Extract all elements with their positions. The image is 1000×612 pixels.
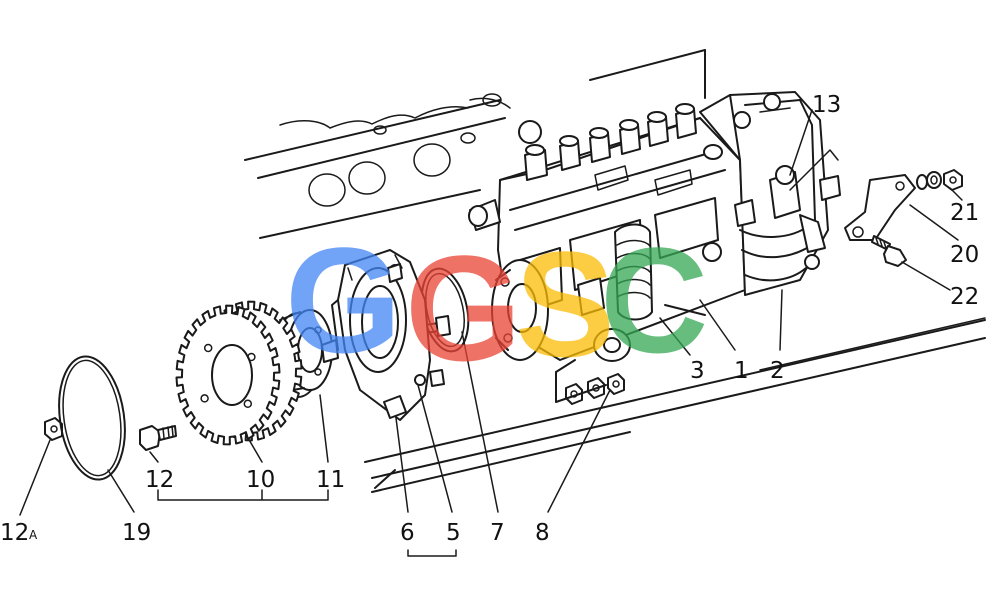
bracket	[844, 174, 916, 241]
callout-1: 1	[734, 358, 749, 384]
callout-12a: 12	[0, 520, 29, 546]
nuts-8	[555, 359, 625, 405]
gear-hub	[211, 344, 253, 406]
watermark-letter-4: C	[600, 216, 708, 384]
callout-3: 3	[690, 358, 705, 384]
gear-bolt-hole	[200, 394, 209, 403]
block-bore-2	[348, 161, 386, 195]
callout-12a-suffix: A	[29, 528, 38, 542]
drive-gear	[175, 300, 303, 446]
callout-22: 22	[950, 284, 979, 310]
ring-19	[58, 355, 126, 481]
callout-6: 6	[400, 520, 415, 546]
callout-7: 7	[490, 520, 505, 546]
callout-13: 13	[812, 92, 841, 118]
coil-fitting	[614, 223, 653, 321]
bolt-12	[139, 425, 177, 451]
block-bore-1	[308, 173, 346, 207]
callout-10: 10	[246, 467, 275, 493]
bolt-22	[871, 235, 907, 267]
watermark: G G S C	[285, 216, 708, 392]
callout-11: 11	[316, 467, 345, 493]
callout-labels: 13 2 1 3 8 7 5 6 11 10 12 19 12 A 21 20 …	[0, 92, 979, 546]
callout-12: 12	[145, 467, 174, 493]
callout-21: 21	[950, 200, 979, 226]
injection-pump	[468, 103, 746, 362]
gear-front-face	[175, 304, 281, 446]
block-bore-3	[413, 143, 451, 177]
gear-bolt-hole	[247, 352, 256, 362]
nut-12a	[44, 417, 63, 441]
delivery-valve-holders	[524, 103, 697, 181]
watermark-letter-2: G	[405, 224, 522, 392]
callout-8: 8	[535, 520, 550, 546]
drive-housing	[331, 249, 445, 421]
gear-bolt-hole	[243, 399, 253, 409]
callout-19: 19	[122, 520, 151, 546]
callout-2: 2	[770, 358, 785, 384]
nut-21	[943, 169, 963, 191]
washer-21	[916, 171, 942, 190]
watermark-letter-3: S	[515, 220, 615, 388]
engine-block	[244, 49, 986, 493]
watermark-letter-1: G	[285, 216, 402, 384]
callout-5: 5	[446, 520, 461, 546]
callout-20: 20	[950, 242, 979, 268]
gear-bolt-hole	[203, 343, 213, 353]
governor-housing	[699, 91, 841, 296]
leader-lines	[19, 109, 963, 557]
